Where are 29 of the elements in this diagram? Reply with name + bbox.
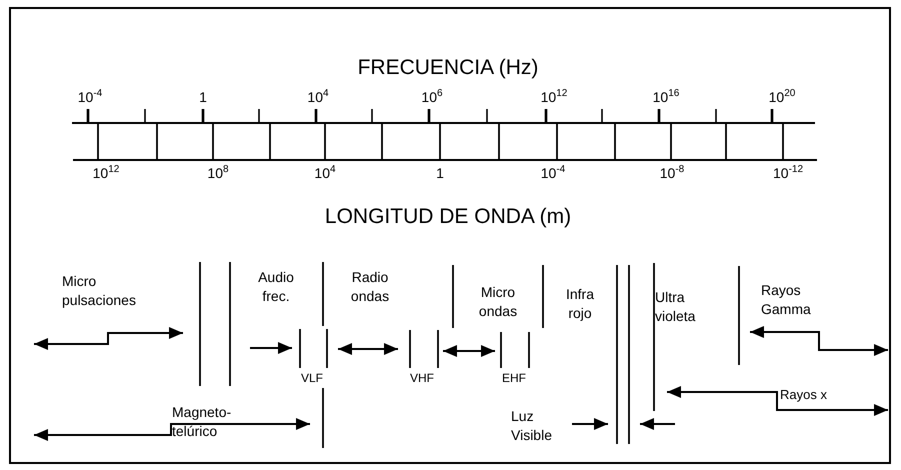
tick-label: 1 [436,164,444,183]
band-label: Luz Visible [511,407,553,445]
tick-label: 10$^{4}$ [307,88,329,107]
band-label: Audio frec. [257,268,295,306]
band-label: VLF [301,370,323,387]
tick-label: 10$^{20}$ [768,88,796,107]
band-label: Micro pulsaciones [62,272,137,310]
tick-label: 10$^{4}$ [314,164,336,183]
tick-label: 10$^{-12}$ [772,164,804,183]
tick-label: 10$^{-4}$ [78,88,102,107]
band-label: Infra rojo [564,285,595,323]
band-label: Magneto- telúrico [172,403,232,441]
band-label: Micro ondas [478,283,518,321]
axis-title: LONGITUD DE ONDA (m) [324,204,572,230]
band-label: VHF [410,370,434,387]
tick-label: 10$^{12}$ [540,88,568,107]
band-label: Rayos Gamma [761,281,812,319]
axis-title: FRECUENCIA (Hz) [358,55,538,81]
tick-label: 1 [199,88,207,107]
tick-label: 10$^{16}$ [652,88,680,107]
tick-label: 10$^{-8}$ [660,164,684,183]
band-label: EHF [502,370,526,387]
tick-label: 10$^{6}$ [421,88,443,107]
band-label: Rayos x [780,386,827,404]
band-label: Ultra violeta [655,288,696,326]
band-label: Radio ondas [350,268,390,306]
tick-label: 10$^{12}$ [92,164,120,183]
tick-label: 10$^{-4}$ [540,164,566,183]
tick-label: 10$^{8}$ [207,164,229,183]
